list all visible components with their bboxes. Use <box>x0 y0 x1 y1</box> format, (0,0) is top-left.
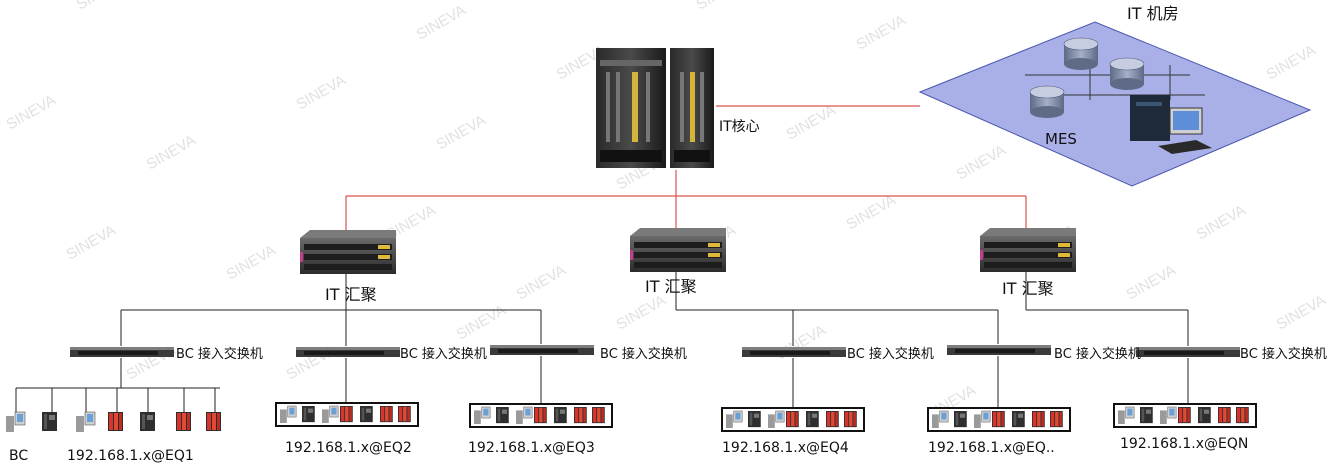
watermark-text: SINEVA <box>514 262 569 304</box>
watermark-text: SINEVA <box>1274 292 1329 334</box>
watermark-text: SINEVA <box>844 192 899 234</box>
ip-label-3: 192.168.1.x@EQ3 <box>468 440 595 456</box>
plc-icon <box>108 412 123 431</box>
core-label: IT核心 <box>719 119 760 135</box>
workstation-icon <box>1130 95 1212 154</box>
watermark-text: SINEVA <box>64 222 119 264</box>
watermark-text: SINEVA <box>144 132 199 174</box>
watermark-text: SINEVA <box>224 242 279 284</box>
database-icon <box>1063 37 1099 70</box>
mes-label: MES <box>1045 130 1077 148</box>
watermark-text: SINEVA <box>954 142 1009 184</box>
pc-icon <box>75 411 96 433</box>
core-switch <box>596 48 714 168</box>
access-switch-2 <box>296 347 400 357</box>
watermark-text: SINEVA <box>1264 42 1319 84</box>
core-links <box>345 105 1027 232</box>
ip-label-2: 192.168.1.x@EQ2 <box>285 440 412 456</box>
watermark-text: SINEVA <box>694 0 749 13</box>
access-label-2: BC 接入交换机 <box>400 346 487 362</box>
access-label-4: BC 接入交换机 <box>847 346 934 362</box>
watermark-text: SINEVA <box>74 0 129 13</box>
room-floor <box>918 21 1312 187</box>
access-switch-4 <box>742 347 846 357</box>
watermark-text: SINEVA <box>774 322 829 364</box>
watermark-text: SINEVA <box>294 72 349 114</box>
aggregation-switch-1 <box>300 230 396 274</box>
it-room <box>918 21 1312 187</box>
aggregation-label-1: IT 汇聚 <box>325 285 377 304</box>
device-group-eq2 <box>275 402 419 427</box>
ip-label-1: 192.168.1.x@EQ1 <box>67 448 194 464</box>
bc-label: BC <box>9 448 28 464</box>
watermark-text: SINEVA <box>4 92 59 134</box>
ip-label-4: 192.168.1.x@EQ4 <box>722 440 849 456</box>
plc-icon <box>42 412 57 431</box>
access-label-5: BC 接入交换机 <box>1054 346 1141 362</box>
database-icon <box>1109 57 1145 90</box>
aggregation-label-2: IT 汇聚 <box>645 277 697 296</box>
access-links <box>15 272 1189 412</box>
plc-icon <box>206 412 221 431</box>
watermark-text: SINEVA <box>454 302 509 344</box>
watermark-text: SINEVA <box>944 0 999 3</box>
access-label-1: BC 接入交换机 <box>176 346 263 362</box>
watermark-text: SINEVA <box>614 292 669 334</box>
aggregation-switch-2 <box>630 228 726 272</box>
it-room-title: IT 机房 <box>1127 4 1179 23</box>
watermark-text: SINEVA <box>1194 202 1249 244</box>
watermark-text: SINEVA <box>784 102 839 144</box>
watermark-text: SINEVA <box>854 12 909 54</box>
ip-label-5: 192.168.1.x@EQ.. <box>928 440 1055 456</box>
aggregation-label-3: IT 汇聚 <box>1002 279 1054 298</box>
access-switch-1 <box>70 347 174 357</box>
watermark-text: SINEVA <box>224 0 279 3</box>
device-group-eq5 <box>927 407 1071 432</box>
access-label-6: BC 接入交换机 <box>1240 346 1327 362</box>
aggregation-switch-3 <box>980 228 1076 272</box>
watermark-text: SINEVA <box>414 2 469 44</box>
plc-icon <box>140 412 155 431</box>
access-switch-5 <box>947 345 1051 355</box>
device-group-eq3 <box>469 403 613 428</box>
watermark-text: SINEVA <box>434 112 489 154</box>
ip-label-6: 192.168.1.x@EQN <box>1120 436 1248 452</box>
plc-icon <box>176 412 191 431</box>
device-group-eq1 <box>5 411 221 433</box>
database-icon <box>1029 85 1065 118</box>
access-switch-6 <box>1136 347 1240 357</box>
access-switch-3 <box>490 345 594 355</box>
watermark-text: SINEVA <box>1124 262 1179 304</box>
access-label-3: BC 接入交换机 <box>600 346 687 362</box>
device-group-eqn <box>1113 403 1257 428</box>
device-group-eq4 <box>721 407 865 432</box>
pc-icon <box>5 411 26 433</box>
